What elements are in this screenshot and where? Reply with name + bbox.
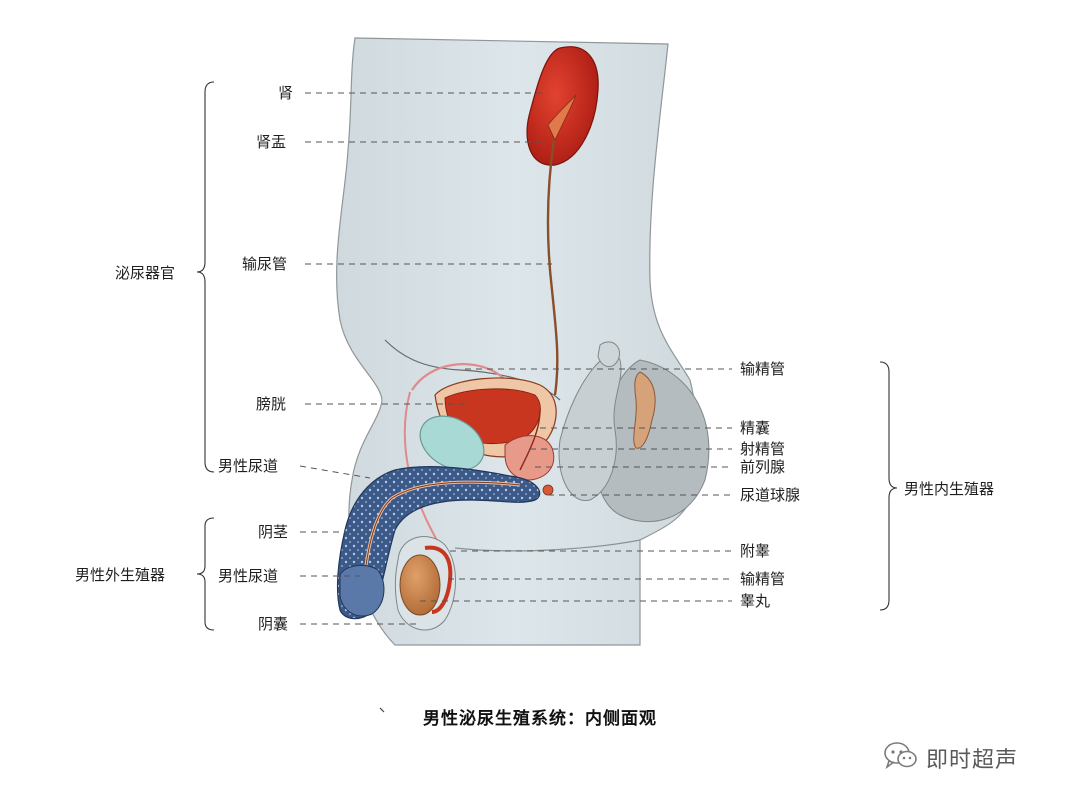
label-kidney: 肾 [278, 84, 294, 102]
pelvic-bone [558, 354, 622, 501]
group-label-external: 男性外生殖器 [75, 566, 166, 584]
label-renal-pelvis: 肾盂 [256, 133, 287, 151]
label-bulbourethral-gland: 尿道球腺 [740, 486, 801, 504]
figure-caption: 男性泌尿生殖系统：内侧面观 [423, 709, 657, 729]
label-scrotum: 阴囊 [258, 615, 289, 633]
label-ejaculatory-duct: 射精管 [740, 440, 786, 458]
brace-internal [879, 361, 898, 611]
kidney-shape [526, 46, 599, 166]
epididymis-shape [424, 545, 453, 614]
label-vas-deferens-lower: 输精管 [740, 570, 786, 588]
wechat-icon [884, 741, 918, 775]
group-label-urinary: 泌尿器官 [115, 264, 176, 282]
stray-mark [379, 707, 385, 713]
testis-shape [399, 554, 441, 616]
glans-shape [339, 564, 385, 617]
seminal-vesicle-shape [419, 415, 485, 471]
label-epididymis: 附睾 [740, 542, 771, 560]
coccyx [597, 341, 620, 368]
label-vas-deferens-upper: 输精管 [740, 360, 786, 378]
label-testis: 睾丸 [740, 592, 771, 610]
bulbourethral-shape [542, 484, 554, 496]
label-ureter: 输尿管 [242, 255, 288, 273]
sacrum-bone [633, 371, 656, 449]
label-seminal-vesicle: 精囊 [740, 419, 771, 437]
brand-name: 即时超声 [926, 748, 1019, 773]
renal-pelvis-shape [547, 94, 577, 141]
right-leader-lines [420, 368, 732, 602]
ejaculatory-duct [519, 409, 541, 471]
left-leader-lines [299, 92, 552, 625]
brace-external [196, 517, 215, 631]
label-prostate: 前列腺 [740, 458, 786, 476]
label-bladder: 膀胱 [256, 395, 287, 413]
brace-urinary [196, 81, 215, 473]
pelvic-floor [454, 539, 641, 552]
group-label-internal: 男性内生殖器 [904, 480, 995, 498]
label-urethra-lower: 男性尿道 [218, 567, 279, 585]
label-penis: 阴茎 [258, 523, 289, 541]
prostate-shape [504, 435, 555, 481]
ureter-line [546, 139, 559, 396]
brand-watermark: 即时超声 [884, 742, 1018, 774]
label-urethra-upper: 男性尿道 [218, 457, 279, 475]
urethra-inner [361, 481, 521, 606]
body-silhouette [336, 37, 699, 646]
